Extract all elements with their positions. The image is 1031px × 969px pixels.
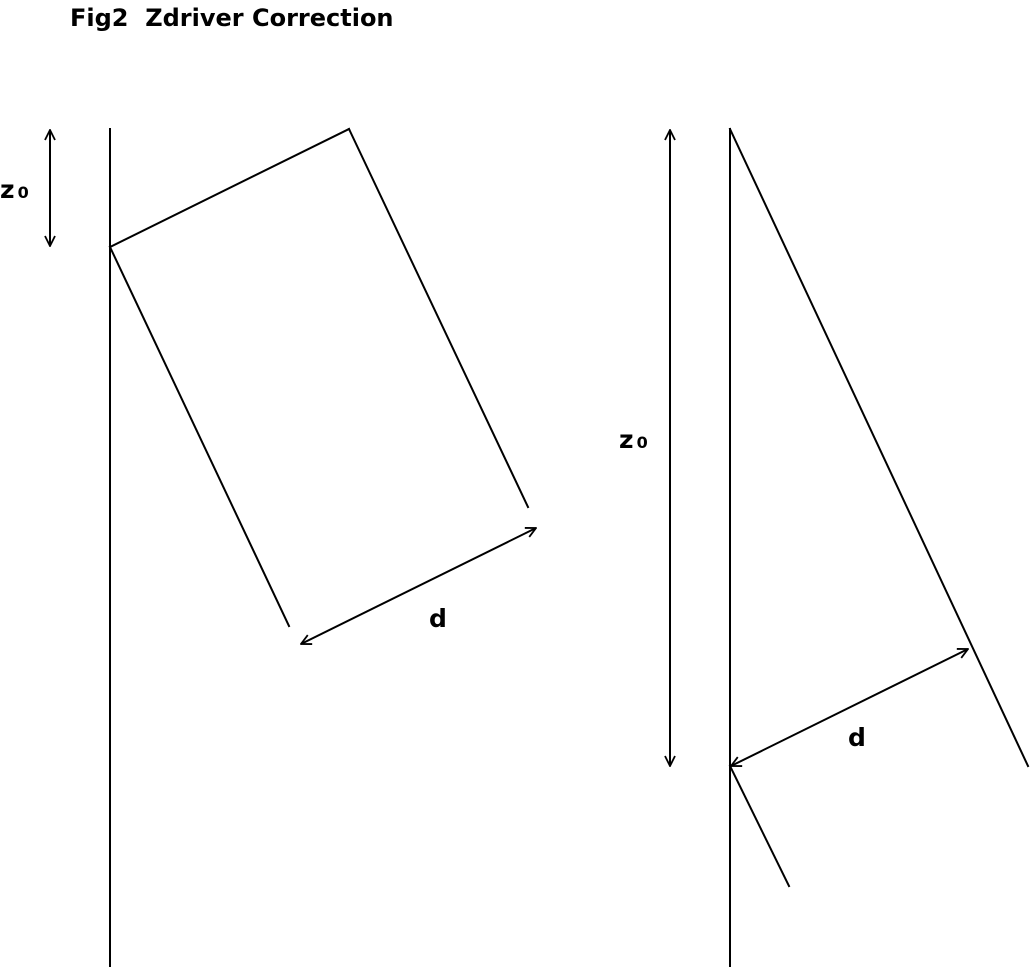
left-upper-slanted-line (347, 127, 530, 509)
figure-title: Fig2 Zdriver Correction (70, 4, 394, 32)
right-d-arrow (731, 649, 968, 766)
right-long-slanted-line (728, 127, 1030, 768)
left-lower-slanted-line (108, 245, 291, 628)
left-top-edge-line (108, 127, 351, 249)
left-d-arrow (301, 528, 536, 644)
left-d-label: d (429, 604, 447, 633)
right-d-label: d (848, 723, 866, 752)
right-short-slanted-line (728, 764, 791, 888)
